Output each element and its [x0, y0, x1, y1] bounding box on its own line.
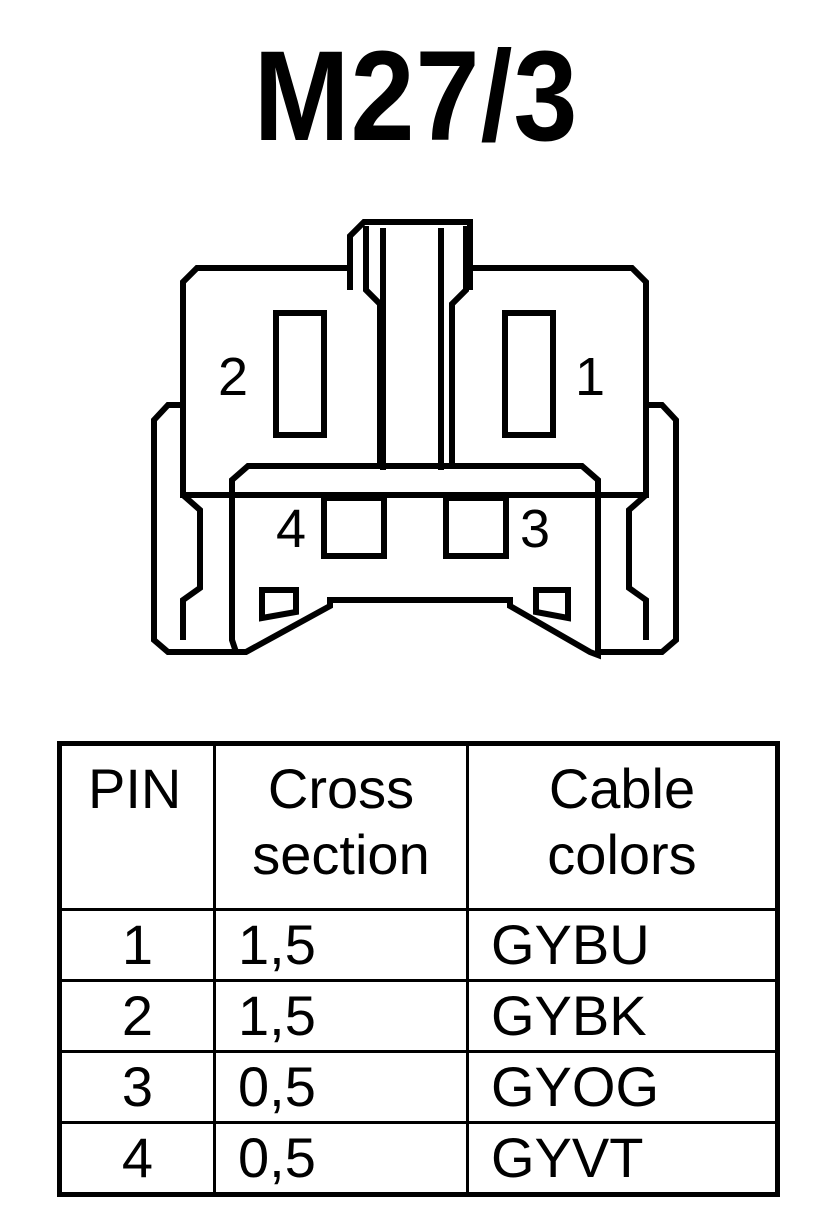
connector-housing — [180, 219, 649, 498]
cell-cross-section: 0,5 — [213, 1050, 469, 1124]
table-row: 1 1,5 GYBU — [58, 908, 779, 982]
lower-plate — [229, 463, 601, 660]
table-row: 4 0,5 GYVT — [58, 1121, 779, 1196]
pin-label-4: 4 — [276, 499, 306, 559]
cell-pin: 4 — [58, 1121, 216, 1196]
cell-cable-color: GYVT — [466, 1121, 779, 1196]
pin-label-3: 3 — [520, 499, 550, 559]
pin-table: PIN Cross section Cable colors 1 1,5 GYB… — [57, 741, 780, 1197]
cell-cross-section: 0,5 — [213, 1121, 469, 1196]
cell-cross-section: 1,5 — [213, 979, 469, 1053]
cell-pin: 2 — [58, 979, 216, 1053]
pin-label-2: 2 — [218, 347, 248, 407]
cell-cross-section: 1,5 — [213, 908, 469, 982]
pin-label-1: 1 — [575, 347, 605, 407]
terminal-2 — [273, 310, 327, 438]
right-latch-tab — [533, 587, 571, 622]
header-cable-colors: Cable colors — [466, 742, 779, 911]
table-header-row: PIN Cross section Cable colors — [58, 742, 779, 911]
table-row: 3 0,5 GYOG — [58, 1050, 779, 1124]
left-flange — [151, 402, 235, 655]
cell-pin: 3 — [58, 1050, 216, 1124]
cell-pin: 1 — [58, 908, 216, 982]
right-flange — [595, 402, 679, 655]
terminal-3 — [443, 495, 509, 559]
terminal-1 — [502, 310, 556, 438]
cell-cable-color: GYBU — [466, 908, 779, 982]
connector-title: M27/3 — [253, 25, 579, 168]
left-latch-tab — [259, 587, 299, 622]
cell-cable-color: GYBK — [466, 979, 779, 1053]
connector-diagram: 2 1 4 3 — [151, 219, 679, 660]
cell-cable-color: GYOG — [466, 1050, 779, 1124]
table-row: 2 1,5 GYBK — [58, 979, 779, 1053]
header-cross-section: Cross section — [213, 742, 469, 911]
terminal-4 — [321, 495, 387, 559]
header-pin: PIN — [58, 742, 216, 911]
latch-key — [363, 226, 383, 468]
